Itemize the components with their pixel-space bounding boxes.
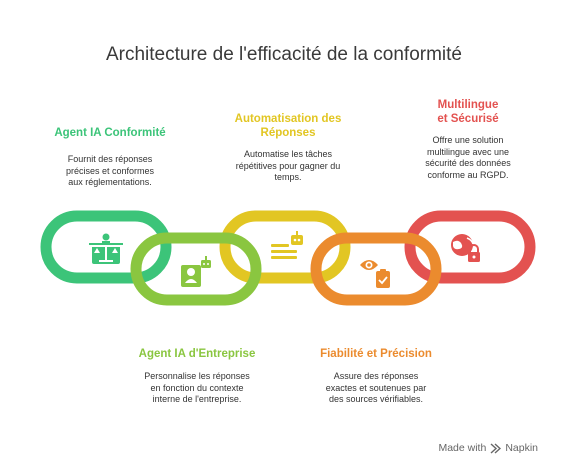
step-fiabilite-precision: Fiabilité et Précision Assure des répons… [312,347,440,406]
chain-link-5 [404,210,536,284]
napkin-logo-icon [490,442,502,454]
made-with-credit[interactable]: Made with Napkin [438,442,538,454]
diagram-title: Architecture de l'efficacité de la confo… [105,44,462,65]
step-description: Offre une solution multilingue avec une … [425,135,511,180]
globe-lock-icon [451,234,480,262]
eye-checklist-icon [360,260,390,288]
step-title: Agent IA d'Entreprise [138,348,256,360]
step-title: Agent IA Conformité [54,127,166,139]
napkin-brand: Napkin [505,442,538,454]
step-description: Fournit des réponses précises et conform… [65,154,155,187]
step-agent-ia-conformite: Agent IA Conformité Fournit des réponses… [50,126,170,189]
step-automatisation-reponses: Automatisation des Réponses Automatise l… [228,112,348,184]
robot-user-icon [181,256,211,287]
chain-link-3 [219,210,351,284]
step-title: Fiabilité et Précision [320,348,432,360]
chain-link-4 [310,232,442,306]
step-description: Assure des réponses exactes et soutenues… [325,371,427,404]
step-description: Personnalise les réponses en fonction du… [144,371,250,404]
step-description: Automatise les tâches répétitives pour g… [235,149,341,182]
step-agent-ia-entreprise: Agent IA d'Entreprise Personnalise les r… [133,347,261,406]
robot-document-icon [271,231,303,259]
chain-link-1 [40,210,172,284]
step-multilingue-securise: Multilingue et Sécurisé Offre une soluti… [408,98,528,181]
step-title: Automatisation des Réponses [234,113,342,139]
step-title: Multilingue et Sécurisé [437,99,499,125]
balance-scale-icon [89,233,123,264]
chain-link-2 [130,232,262,306]
made-with-label: Made with [438,442,487,454]
